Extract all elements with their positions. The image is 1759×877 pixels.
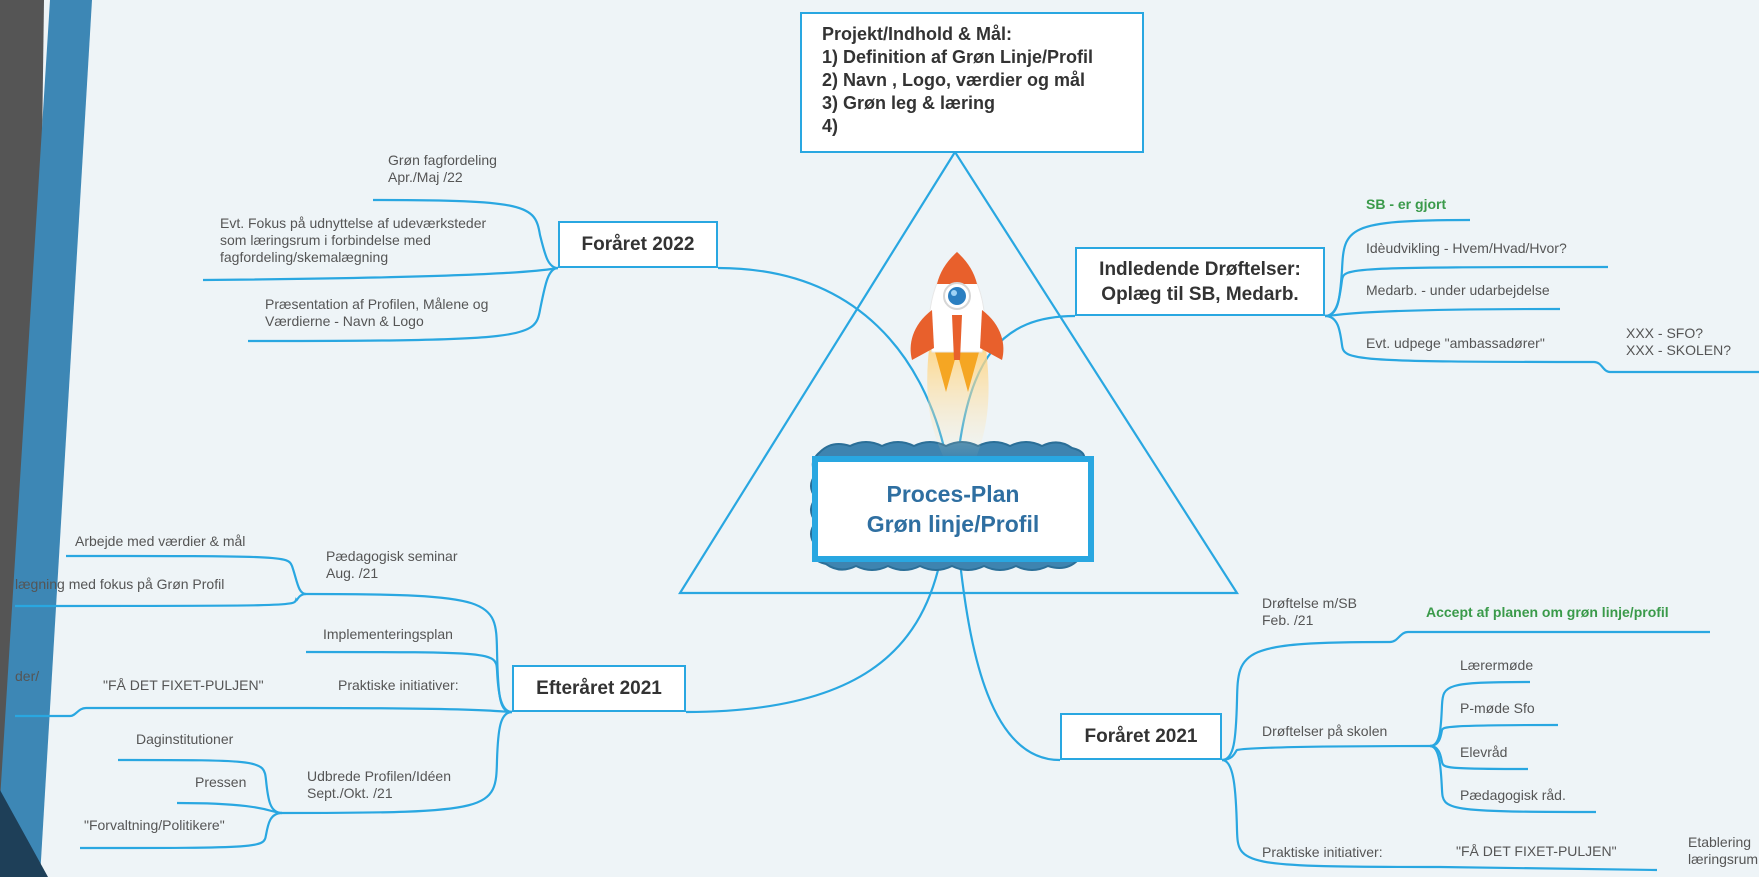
branch-daginstitutioner xyxy=(117,758,283,815)
central-topic[interactable]: Proces-Plan Grøn linje/Profil xyxy=(812,456,1094,562)
item-groen-fagfordeling[interactable]: Grøn fagfordeling Apr./Maj /22 xyxy=(388,152,497,185)
item-ideudvikling[interactable]: Idèudvikling - Hvem/Hvad/Hvor? xyxy=(1366,240,1567,256)
branch-ide xyxy=(1324,265,1609,318)
item-praktiske-initiativer[interactable]: Praktiske initiativer: xyxy=(338,677,459,693)
branch-praktiske-2021 xyxy=(1221,758,1658,872)
branch-praktiske xyxy=(305,706,513,714)
goals-box[interactable]: Projekt/Indhold & Mål: 1) Definition af … xyxy=(800,12,1144,153)
item-droeftelse-sb[interactable]: Drøftelse m/SB Feb. /21 xyxy=(1262,595,1357,628)
rocket-icon xyxy=(910,251,1004,460)
branch-vaerdier xyxy=(65,554,307,596)
item-p-moede-sfo[interactable]: P-møde Sfo xyxy=(1460,700,1535,716)
item-paedagogisk-raad[interactable]: Pædagogisk råd. xyxy=(1460,787,1566,803)
topic-foraaret-2021[interactable]: Foråret 2021 xyxy=(1060,713,1222,760)
item-der[interactable]: der/ xyxy=(15,668,40,684)
item-fixet-puljen-2021[interactable]: "FÅ DET FIXET-PULJEN" xyxy=(1456,843,1617,859)
branch-xxx xyxy=(1593,360,1759,374)
branch-udbrede xyxy=(281,710,513,815)
item-udbrede-profilen[interactable]: Udbrede Profilen/Idéen Sept./Okt. /21 xyxy=(307,768,451,801)
item-sb-er-gjort[interactable]: SB - er gjort xyxy=(1366,196,1447,212)
item-laegning[interactable]: lægning med fokus på Grøn Profil xyxy=(15,576,225,592)
branch-ambassadoerer xyxy=(1324,314,1595,364)
slide-corner xyxy=(0,790,48,877)
branch-droeftelse-sb xyxy=(1221,640,1391,762)
item-elevraad[interactable]: Elevråd xyxy=(1460,744,1508,760)
branch-forvaltning xyxy=(79,811,283,850)
branch-laegning xyxy=(14,592,307,608)
branch-laerermoede xyxy=(1429,680,1531,748)
branch-paedraad xyxy=(1429,744,1597,814)
item-pressen[interactable]: Pressen xyxy=(195,774,247,790)
item-medarb[interactable]: Medarb. - under udarbejdelse xyxy=(1366,282,1550,298)
link-central-foraaret2021 xyxy=(958,561,1061,762)
branch-praesentation xyxy=(247,266,559,343)
branch-elevraad xyxy=(1429,744,1529,771)
branch-fagfordeling xyxy=(372,198,559,270)
branch-fixet xyxy=(15,706,306,718)
branch-accept xyxy=(1389,630,1710,644)
topic-efteraaret-2021[interactable]: Efteråret 2021 xyxy=(512,665,686,712)
central-title-line2: Grøn linje/Profil xyxy=(866,511,1040,537)
link-central-foraaret2022 xyxy=(717,266,948,457)
topic-indledende-droeftelser[interactable]: Indledende Drøftelser: Oplæg til SB, Med… xyxy=(1075,247,1325,316)
item-accept-planen[interactable]: Accept af planen om grøn linje/profil xyxy=(1426,604,1669,620)
item-evt-fokus[interactable]: Evt. Fokus på udnyttelse af udeværkstede… xyxy=(220,215,487,265)
item-paedagogisk-seminar[interactable]: Pædagogisk seminar Aug. /21 xyxy=(326,548,458,581)
branch-implementering xyxy=(305,650,513,714)
topic-foraaret-2022[interactable]: Foråret 2022 xyxy=(558,221,718,268)
item-implementeringsplan[interactable]: Implementeringsplan xyxy=(323,626,453,642)
link-central-efteraaret2021 xyxy=(685,561,942,714)
item-vaerdier-maal[interactable]: Arbejde med værdier & mål xyxy=(75,533,246,549)
branch-droeftelser-skolen xyxy=(1221,744,1431,762)
branch-pmoede xyxy=(1429,723,1559,748)
slide-bar-blue xyxy=(0,0,92,877)
item-daginstitutioner[interactable]: Daginstitutioner xyxy=(136,731,234,747)
item-praktiske-initiativer-2021[interactable]: Praktiske initiativer: xyxy=(1262,844,1383,860)
branch-fokus xyxy=(202,266,559,282)
item-ambassadoerer[interactable]: Evt. udpege "ambassadører" xyxy=(1366,335,1545,351)
central-title-line1: Proces-Plan xyxy=(886,481,1020,507)
item-laerermoede[interactable]: Lærermøde xyxy=(1460,657,1534,673)
item-fixet-puljen[interactable]: "FÅ DET FIXET-PULJEN" xyxy=(103,677,264,693)
item-etablering[interactable]: Etablering læringsrum xyxy=(1688,834,1759,867)
item-forvaltning[interactable]: "Forvaltning/Politikere" xyxy=(84,817,225,833)
branch-medarb xyxy=(1324,307,1561,318)
branch-pressen xyxy=(176,801,283,815)
item-praesentation[interactable]: Præsentation af Profilen, Målene og Værd… xyxy=(265,296,489,329)
item-xxx-sfo-skolen[interactable]: XXX - SFO? XXX - SKOLEN? xyxy=(1626,325,1732,358)
triangle-outline xyxy=(678,149,1240,595)
item-droeftelser-skolen[interactable]: Drøftelser på skolen xyxy=(1262,723,1388,739)
